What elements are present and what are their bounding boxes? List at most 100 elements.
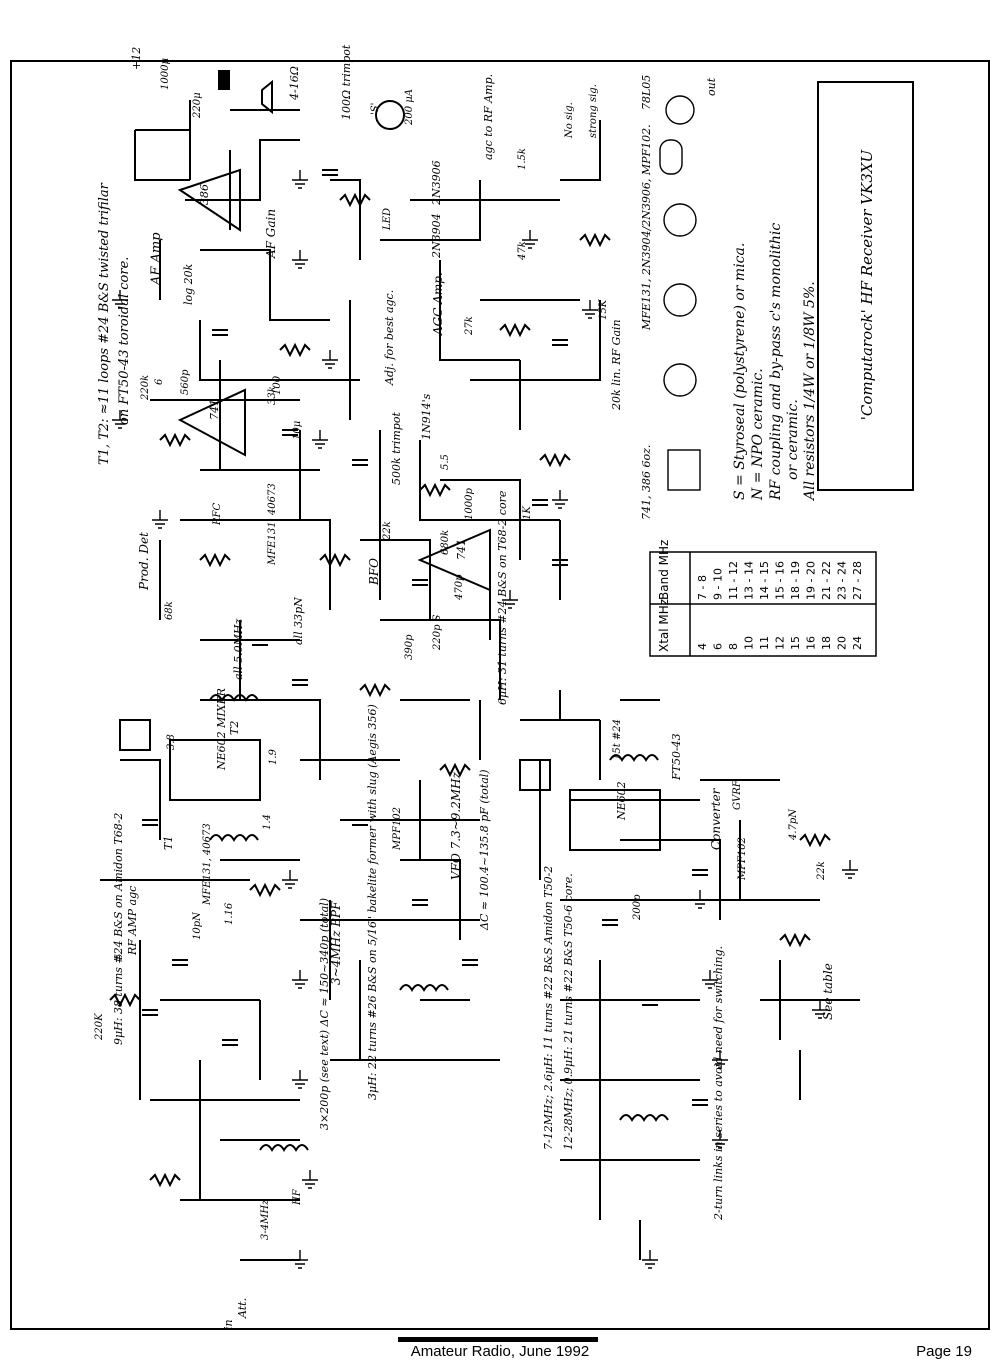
label-c5-0: all 5.0MHz xyxy=(232,619,245,680)
label-t1t2b: on FT50-43 toroidal core. xyxy=(117,257,132,425)
resistor xyxy=(249,882,281,898)
xtal-header: Xtal MHz xyxy=(657,599,671,652)
wire xyxy=(440,479,521,560)
ground-symbol xyxy=(112,290,128,309)
wire xyxy=(134,130,190,181)
label-c560p: 560p xyxy=(180,369,191,395)
label-meter-s: 'S' xyxy=(370,103,381,115)
ground-symbol xyxy=(692,890,708,909)
label-led: LED xyxy=(382,208,393,231)
opamp-741-a xyxy=(177,388,246,457)
label-mfe40673: MFE131, 40673 xyxy=(202,823,213,906)
label-r15kb: 15K xyxy=(598,299,609,320)
pinout-mfe: MFE131, 2N3904/2N3906, MPF102. xyxy=(640,124,653,331)
label-r680k: 680k xyxy=(440,530,451,555)
coil-bpf xyxy=(259,1144,309,1152)
band-cell: 15 - 16 xyxy=(774,561,787,600)
label-c10pn: 10pN xyxy=(192,911,203,940)
xtal-cell: 16 xyxy=(805,636,818,650)
xtal-cell: 8 xyxy=(727,643,740,650)
ground-symbol xyxy=(502,590,518,609)
xtal-cell: 18 xyxy=(820,636,833,650)
label-coil3uh: 3μH: 22 turns #26 B&S on 5/16" bakelite … xyxy=(366,704,379,1100)
band-cell: 27 - 28 xyxy=(851,561,864,600)
label-sixuh: 6μH: 31 turns #24 B&S on T68-2 core xyxy=(496,490,509,705)
circuit-wires xyxy=(100,70,860,1269)
label-ne602a: NE602 MIXER xyxy=(215,688,228,771)
xtal-cell: 4 xyxy=(696,643,709,650)
ground-symbol xyxy=(712,1130,728,1149)
label-bpf: 3~4MHz BPF xyxy=(329,901,343,985)
xtal-cell: 12 xyxy=(774,636,787,650)
label-af-gain: AF Gain xyxy=(264,209,278,259)
footer-page-number: Page 19 xyxy=(916,1343,972,1360)
resistor xyxy=(109,992,141,1008)
ground-symbol xyxy=(552,490,568,509)
label-prod-det: Prod. Det xyxy=(137,532,151,591)
label-mpf102a: MPF102 xyxy=(392,807,403,851)
label-q2n3906: 2N3906 xyxy=(430,160,443,206)
label-c470: 470p xyxy=(454,574,465,601)
label-adj-agc: Adj. for best agc. xyxy=(383,290,396,386)
label-ic386: 386 xyxy=(198,184,211,205)
xtal-cell: 24 xyxy=(851,636,864,650)
reg-78l05-a xyxy=(119,719,151,751)
ground-symbol xyxy=(152,510,168,529)
label-spk: 4-16Ω xyxy=(288,66,301,101)
resistor xyxy=(779,932,811,948)
opamp-741-b xyxy=(417,528,491,592)
label-agc-amp: AGC Amp. xyxy=(431,272,445,336)
label-c390: 390p xyxy=(404,634,415,660)
label-tp6: 6 xyxy=(154,378,165,385)
wire xyxy=(560,120,601,181)
label-see-table: See table xyxy=(821,963,835,1020)
ground-symbol xyxy=(702,970,718,989)
label-r1k: 1K xyxy=(522,506,533,520)
wire xyxy=(120,759,161,840)
label-tp38: 3.8 xyxy=(166,734,177,750)
label-tp55: 5.5 xyxy=(440,454,451,470)
label-r15k: 1.5k xyxy=(517,148,528,170)
label-r47k: 47k xyxy=(517,241,528,261)
band-cell: 19 - 20 xyxy=(805,561,818,600)
band-cell: 14 - 15 xyxy=(758,561,771,600)
ic-ne602-converter xyxy=(569,789,661,851)
s-meter xyxy=(375,100,405,130)
label-coil9uh: 9μH: 38 turns #24 B&S on Amidon T68-2 xyxy=(112,813,125,1045)
wire xyxy=(380,619,501,700)
pinout-out: out xyxy=(705,77,718,96)
wire xyxy=(400,859,461,940)
wire xyxy=(199,320,360,381)
band-cell: 13 - 14 xyxy=(743,561,756,600)
label-c1000p: 1000p xyxy=(464,488,475,520)
label-op741a: 741 xyxy=(208,399,221,420)
label-c33p: all 33pN xyxy=(292,597,305,645)
ground-symbol xyxy=(712,1050,728,1069)
label-rfc: RFC xyxy=(212,503,223,526)
xtal-cell: 10 xyxy=(743,636,756,650)
label-r27k: 27k xyxy=(464,316,475,336)
label-r500k: 500k trimpot xyxy=(390,412,403,485)
label-coil7: 7-12MHz; 2.6μH: 11 turns #22 B&S Amidon … xyxy=(542,866,555,1150)
speaker-icon xyxy=(261,79,273,115)
note-line1: S = Styroseal (polystyrene) or mica. xyxy=(732,243,748,500)
label-c200p: 200p xyxy=(632,894,643,921)
opamp-386 xyxy=(177,168,241,232)
label-trimpot100: 100Ω trimpot xyxy=(340,44,353,120)
note-line2: N = NPO ceramic. xyxy=(750,368,766,501)
ground-symbol xyxy=(292,250,308,269)
band-header: Band MHz xyxy=(657,540,671,600)
wire xyxy=(330,179,361,260)
coil-t1 xyxy=(209,834,259,842)
label-gvrf: GVRF xyxy=(732,779,743,810)
xtal-cell: 11 xyxy=(758,636,771,650)
label-t1t2: T1, T2: ≈11 loops #24 B&S twisted trifil… xyxy=(97,182,112,465)
schematic-frame xyxy=(10,60,990,1330)
wire xyxy=(185,139,300,201)
band-cell: 18 - 19 xyxy=(789,561,802,600)
label-mpf102b: MPF102 xyxy=(737,837,748,881)
ground-symbol xyxy=(322,350,338,369)
